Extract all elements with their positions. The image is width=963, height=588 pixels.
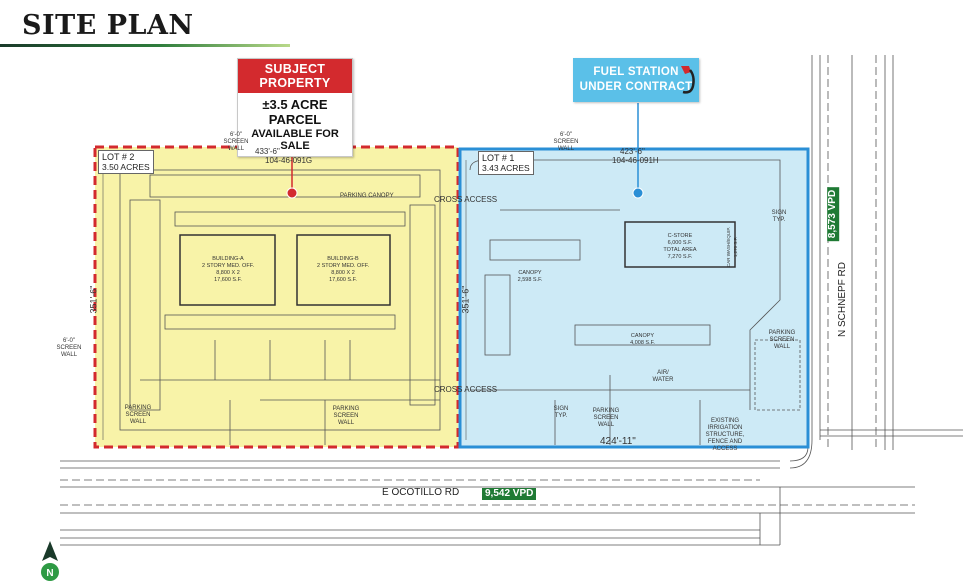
- parking-screen-wall-label-3: PARKING SCREEN WALL: [592, 408, 620, 428]
- c-store-name: C-STORE: [667, 233, 693, 239]
- c-store-total-area: 7,270 S.F.: [667, 254, 693, 260]
- building-a-area: 17,600 S.F.: [214, 277, 242, 283]
- building-b-label: BUILDING-B 2 STORY MED. OFF. 8,800 X 2 1…: [308, 256, 378, 284]
- lot1-parcel-number: 104-46-091H: [612, 156, 659, 165]
- lot1-name: LOT # 1: [482, 153, 515, 163]
- schnepf-road-label: N SCHNEPF RD: [837, 261, 849, 338]
- title-underline: [0, 44, 290, 47]
- fuel-callout-line2: UNDER CONTRACT: [579, 81, 693, 93]
- north-arrow-icon: N: [41, 541, 59, 581]
- lot2-name: LOT # 2: [102, 152, 135, 162]
- fuel-pump-icon: [681, 66, 695, 94]
- car-wash-name: CAR WASH/EQUIP.: [726, 226, 731, 267]
- building-a-name: BUILDING-A: [212, 256, 244, 262]
- lot2-top-dimension: 433'-6": [255, 147, 280, 156]
- cross-access-label-2: CROSS ACCESS: [434, 385, 498, 394]
- lot2-acres: 3.50 ACRES: [102, 162, 150, 172]
- c-store-total-label: TOTAL AREA: [663, 247, 697, 253]
- fuel-station-callout: FUEL STATION UNDER CONTRACT: [573, 58, 699, 102]
- ocotillo-vpd-badge: 9,542 VPD: [482, 488, 537, 500]
- sign-typ-label-1: SIGN TYP.: [553, 406, 569, 419]
- canopy1-label: CANOPY 2,598 S.F.: [510, 270, 550, 284]
- screen-wall-label-top-lot1: 6'-0" SCREEN WALL: [553, 132, 579, 152]
- schnepf-vpd-badge: 8,573 VPD: [827, 186, 840, 242]
- canopy1-name: CANOPY: [518, 270, 542, 276]
- lot2-parcel-number: 104-46-091G: [265, 156, 313, 165]
- lot1-acres: 3.43 ACRES: [482, 163, 530, 173]
- lot1-boundary: [458, 147, 810, 449]
- screen-wall-label-left: 6'-0" SCREEN WALL: [56, 338, 82, 358]
- parking-screen-wall-label-4: PARKING SCREEN WALL: [768, 330, 796, 350]
- canopy2-area: 4,008 S.F.: [630, 340, 655, 346]
- lot1-linework: [469, 159, 801, 445]
- lot1-top-dimension: 423'-6": [620, 147, 645, 156]
- cross-access-label-1: CROSS ACCESS: [434, 195, 498, 204]
- sign-typ-label-2: SIGN TYP.: [771, 210, 787, 223]
- lot2-area: [95, 147, 458, 447]
- building-b-use: 2 STORY MED. OFF.: [317, 263, 369, 269]
- lot2-boundary: [93, 145, 460, 449]
- lot1-bottom-dimension: 424'-11": [600, 436, 636, 447]
- car-wash-area: 1,270 S.F.: [733, 236, 738, 258]
- road-lines: [60, 55, 963, 546]
- subject-callout-status: AVAILABLE FOR SALE: [251, 128, 339, 152]
- lot2-linework: [119, 169, 441, 445]
- subject-callout-acreage: ±3.5 ACRE PARCEL: [262, 97, 328, 127]
- subject-property-callout: SUBJECT PROPERTY ±3.5 ACRE PARCEL AVAILA…: [237, 58, 353, 157]
- irrigation-label: EXISTING IRRIGATION STRUCTURE, FENCE AND…: [705, 418, 745, 452]
- parking-screen-wall-label-2: PARKING SCREEN WALL: [332, 406, 360, 426]
- lot2-label: LOT # 2 3.50 ACRES: [98, 150, 154, 174]
- c-store-area: 6,000 S.F.: [667, 240, 693, 246]
- parking-canopy-label: PARKING CANOPY: [340, 193, 394, 199]
- fuel-marker-icon: [632, 187, 644, 199]
- lot1-label: LOT # 1 3.43 ACRES: [478, 151, 534, 175]
- building-b-area: 17,600 S.F.: [329, 277, 357, 283]
- subject-marker-icon: [286, 187, 298, 199]
- screen-wall-label-top-lot2: 6'-0" SCREEN WALL: [223, 132, 249, 152]
- subject-callout-header: SUBJECT PROPERTY: [238, 59, 352, 93]
- car-wash-label: CAR WASH/EQUIP. 1,270 S.F.: [725, 227, 739, 267]
- canopy2-name: CANOPY: [630, 333, 655, 339]
- ocotillo-road-label: E OCOTILLO RD: [382, 487, 460, 498]
- air-water-label: AIR/ WATER: [652, 370, 674, 383]
- canopy1-area: 2,598 S.F.: [517, 277, 543, 283]
- page-title: SITE PLAN: [22, 10, 194, 41]
- building-a-size: 8,800 X 2: [216, 270, 240, 276]
- c-store-label: C-STORE 6,000 S.F. TOTAL AREA 7,270 S.F.: [650, 233, 710, 261]
- building-b-name: BUILDING-B: [327, 256, 359, 262]
- building-a-label: BUILDING-A 2 STORY MED. OFF. 8,800 X 2 1…: [193, 256, 263, 284]
- lot2-side-dimension: 351'-6": [88, 285, 99, 314]
- svg-text:N: N: [46, 568, 53, 579]
- building-b-size: 8,800 X 2: [331, 270, 355, 276]
- fuel-callout-line1: FUEL STATION: [593, 66, 679, 78]
- lot1-side-dimension: 351'-6": [460, 285, 471, 314]
- building-a-use: 2 STORY MED. OFF.: [202, 263, 254, 269]
- canopy2-label: CANOPY 4,008 S.F.: [620, 333, 665, 347]
- parking-screen-wall-label-1: PARKING SCREEN WALL: [124, 405, 152, 425]
